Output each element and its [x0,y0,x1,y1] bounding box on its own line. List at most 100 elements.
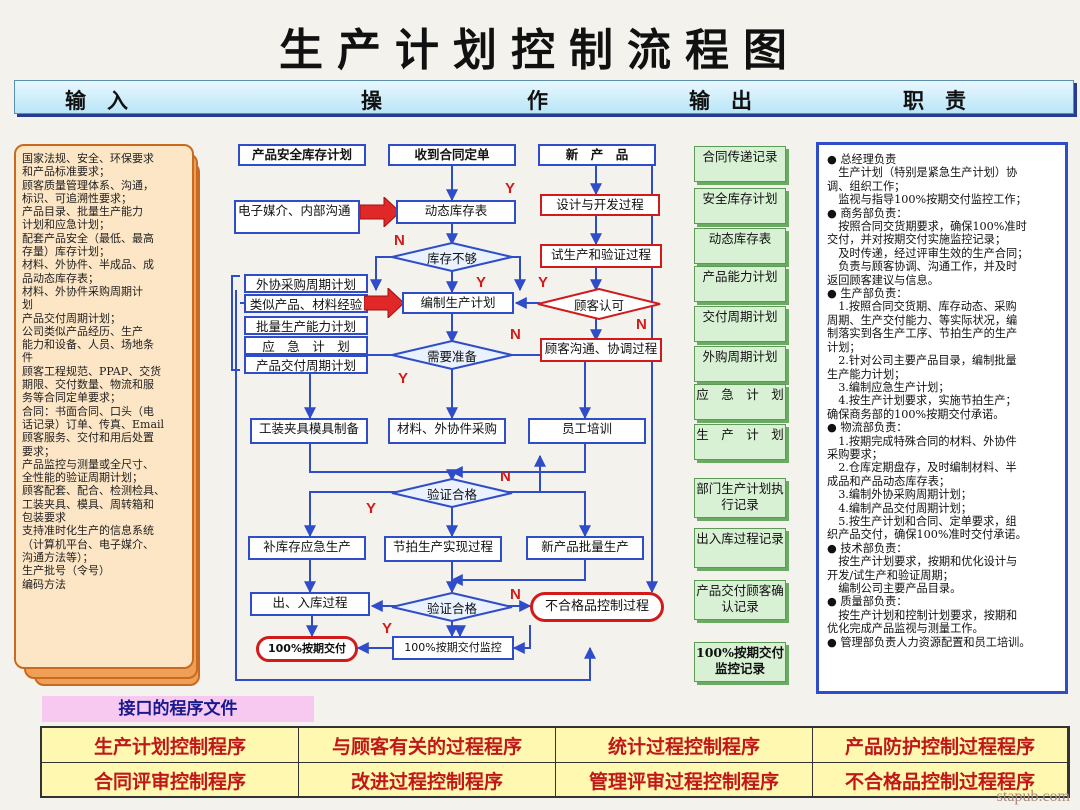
mark-n: N [394,232,405,249]
responsibility-line: 1.按期完成特殊合同的材料、外协件 [827,434,1017,448]
output-emergency-plan: 应 急 计 划 [694,384,786,420]
flow-design-dev: 设计与开发过程 [540,194,660,216]
arrow-verify1-no [508,454,546,493]
output-warehouse-record: 出入库过程记录 [694,528,786,568]
column-header-bar: 输 入 操 作 输 出 职 责 [14,80,1074,114]
responsibility-line: ● 物流部负责： [827,421,908,435]
flow-verify-2-diamond [391,592,513,622]
responsibility-line: 生产能力计划； [827,367,906,381]
output-production-plan: 生 产 计 划 [694,424,786,460]
flow-delivery-monitoring: 100%按期交付监控 [392,636,514,660]
input-item: 材料、外协件采购周期计 [22,284,143,298]
flow-customer-approval-diamond [537,288,661,320]
responsibility-line: 周期、生产交付能力、等实际状况，编 [827,313,1018,327]
mark-y: Y [538,274,549,291]
responsibility-line: 2.针对公司主要产品目录，编制批量 [827,354,1017,368]
input-item: 合同：书面合同、口头（电 [22,404,154,418]
responsibility-line: 负责与顾客协调、沟通工作，并及时 [827,260,1018,274]
flow-verify-ok-1: 验证合格 [426,486,477,502]
input-item: 顾客质量管理体系、沟通， [22,178,154,192]
responsibility-line: 按生产计划和控制计划要求，按期和 [827,608,1018,622]
output-safety-stock-plan: 安全库存计划 [694,188,786,224]
flow-similar-products: 类似产品、材料经验 [244,294,368,313]
input-item: 工装夹具、模具、周转箱和 [22,497,154,511]
flow-materials-purchase: 材料、外协件采购 [388,418,506,444]
input-item: 产品目录、批量生产能力 [22,205,143,219]
arrow-verify-newbatch [508,491,591,538]
responsibility-line: ● 生产部负责： [827,287,908,301]
responsibility-line: 按照合同交货期要求，确保100%准时 [827,220,1027,234]
output-contract-record: 合同传递记录 [694,146,786,182]
responsibility-line: 采购要求； [827,447,883,461]
input-item: 件 [22,351,33,365]
arrow-training-verify [450,444,586,478]
responsibility-line: ● 商务部负责： [827,206,908,220]
header-output: 输 出 [689,88,752,113]
mark-n: N [510,326,521,343]
responsibility-line: 制落实到各生产工序、节拍生产的生产 [827,327,1018,341]
arrow-check-no [370,256,396,292]
procedure-cell: 改进过程控制程序 [299,763,556,798]
flow-make-production-plan: 编制生产计划 [402,292,514,314]
mark-y: Y [398,370,409,387]
flow-batch-capacity: 批量生产能力计划 [244,316,368,335]
interface-title: 接口的程序文件 [42,696,314,722]
input-item: 务等合同定单要求； [22,391,121,405]
flow-need-preparation: 需要准备 [426,348,477,364]
output-dept-execution-record: 部门生产计划执行记录 [694,478,786,518]
flow-staff-training: 员工培训 [528,418,646,444]
input-item: 品动态库存表； [22,271,99,285]
responsibility-line: 织产品交付，确保100%准时交付承诺。 [827,528,1027,542]
responsibility-line: 1.按照合同交货期、库存动态、采购 [827,300,1017,314]
flow-on-time-delivery: 100%按期交付 [256,636,358,662]
responsibility-line: ● 管理部负责人力资源配置和员工培训。 [827,635,1031,649]
input-item: 标识、可追溯性要求； [22,191,132,205]
flow-new-product: 新 产 品 [538,144,656,166]
bracket-plans [231,275,240,371]
flow-warehouse-in-out: 出、入库过程 [250,592,370,616]
procedure-cell: 与顾客有关的过程程序 [299,728,556,763]
inputs-list: 国家法规、安全、环保要求和产品标准要求；顾客质量管理体系、沟通，标识、可追溯性要… [14,144,194,669]
input-item: 划 [22,298,33,312]
header-input: 输 入 [65,88,128,113]
responsibility-line: 交付，并对按期交付实施监控记录； [827,233,1007,247]
input-item: 产品监控与测量或全尺寸、 [22,457,154,471]
input-item: 材料、外协件、半成品、成 [22,258,154,272]
flow-delivery-cycle: 产品交付周期计划 [244,355,368,374]
flow-electronic-media: 电子媒介、内部沟通 [234,200,360,234]
flow-verify-1-diamond [391,478,513,508]
output-delivery-monitoring-record: 100%按期交付监控记录 [694,642,786,682]
page-title: 生产计划控制流程图 [279,25,801,76]
responsibility-line: 2.仓库定期盘存，及时编制材料、半 [827,461,1017,475]
flow-new-product-batch: 新产品批量生产 [526,536,644,560]
procedure-cell: 管理评审过程控制程序 [556,763,813,798]
responsibility-line: 编制公司主要产品目录。 [827,582,962,595]
responsibility-line: 成品和产品动态库存表； [827,474,951,488]
output-dynamic-stock: 动态库存表 [694,228,786,264]
responsibilities-panel: ● 总经理负责 生产计划（特别是紧急生产计划）协调、组织工作； 监视与指导100… [816,142,1068,694]
mark-y: Y [382,620,393,637]
input-item: 编码方法 [22,577,66,591]
output-delivery-cycle-plan: 交付周期计划 [694,306,786,342]
procedure-cell: 合同评审控制程序 [42,763,299,798]
output-customer-confirmation: 产品交付顾客确认记录 [694,580,786,620]
responsibility-line: 监视与指导100%按期交付监控工作； [827,193,1027,207]
responsibility-line: 4.编制产品交付周期计划； [827,501,972,515]
mark-y: Y [505,180,516,197]
flow-stock-insufficient: 库存不够 [426,250,477,266]
flow-receive-order: 收到合同定单 [388,144,516,166]
responsibility-line: ● 总经理负责 [827,153,897,166]
input-item: 支持准时化生产的信息系统 [22,524,154,538]
arrow-tooling-verify [309,444,458,482]
input-item: 能力和设备、人员、场地条 [22,338,154,352]
input-item: 产品交付周期计划； [22,311,121,325]
flow-takt-production: 节拍生产实现过程 [384,536,502,562]
input-item: 公司类似产品经历、生产 [22,324,143,338]
input-item: 全性能的验证周期计划； [22,471,143,485]
responsibility-line: 及时传递，经过评审生效的生产合同； [827,246,1029,260]
responsibility-line: 5.按生产计划和合同、定单要求，组 [827,514,1017,528]
input-item: 沟通方法等）； [22,550,94,564]
responsibility-line: 按生产计划要求，按期和优化设计与 [827,555,1018,569]
responsibility-line: 3.编制应急生产计划； [827,380,950,394]
mark-n: N [500,468,511,485]
